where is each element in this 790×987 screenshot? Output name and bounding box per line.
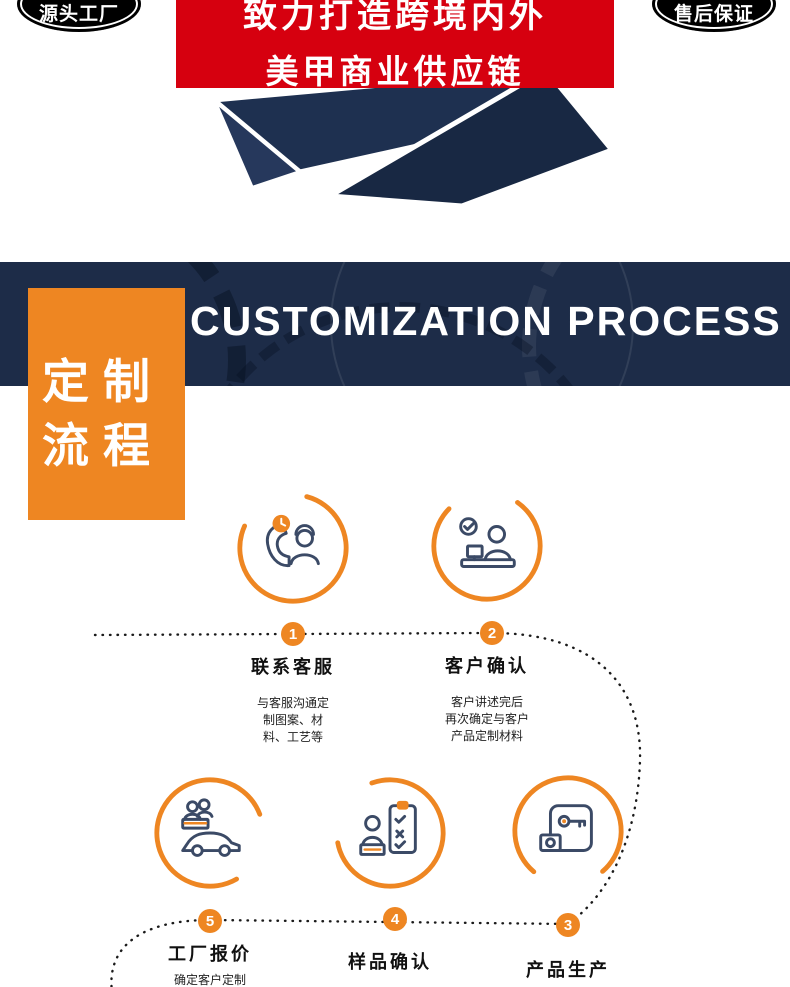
- step-1-desc-line: 料、工艺等: [262, 730, 323, 744]
- step-3-label: 产品生产: [526, 960, 610, 980]
- headline-line2: 美甲商业供应链: [265, 53, 525, 90]
- step-5-circle: [152, 775, 268, 891]
- section-title-cn-line1: 定制: [42, 355, 164, 408]
- step-3-number: 3: [556, 913, 580, 937]
- step-3-circle: [510, 773, 626, 889]
- step-4-number: 4: [383, 907, 407, 931]
- section-title-cn-line2: 流程: [42, 419, 164, 472]
- step-2-ring: [431, 490, 543, 602]
- step-5-desc-line: 确定客户定制: [173, 973, 246, 987]
- step-2-desc: 客户讲述完后 再次确定与客户 产品定制材料: [392, 694, 582, 745]
- phone-support-icon: [265, 514, 320, 568]
- step-2-circle: [429, 488, 545, 604]
- step-5-desc: 确定客户定制: [115, 972, 305, 987]
- step-4-circle: [332, 775, 448, 891]
- step-2-desc-line: 再次确定与客户: [444, 712, 529, 726]
- customer-confirm-icon: [459, 517, 516, 568]
- paper-plane-graphic: [207, 66, 617, 209]
- headline-banner: 致力打造跨境内外 美甲商业供应链: [176, 0, 614, 90]
- step-5-label: 工厂报价: [168, 944, 252, 964]
- badge-after-sales-label: 售后保证: [673, 4, 754, 25]
- step-1-ring: [237, 492, 349, 604]
- product-production-icon: [539, 804, 593, 852]
- step-2-desc-line: 客户讲述完后: [450, 695, 523, 709]
- step-2-number: 2: [480, 621, 504, 645]
- step-4-label: 样品确认: [348, 952, 432, 972]
- sample-confirm-icon: [359, 800, 417, 856]
- step-2-desc-line: 产品定制材料: [450, 729, 523, 743]
- badge-source-factory-label: 源头工厂: [38, 4, 119, 25]
- headline-line1: 致力打造跨境内外: [243, 0, 547, 35]
- section-title-cn-box: 定制 流程: [28, 288, 185, 520]
- step-1-desc: 与客服沟通定 制图案、材 料、工艺等: [198, 695, 388, 746]
- step-5-number: 5: [198, 909, 222, 933]
- step-2-label: 客户确认: [445, 656, 529, 676]
- step-1-number: 1: [281, 622, 305, 646]
- step-1-circle: [235, 490, 351, 606]
- step-1-desc-line: 制图案、材: [262, 713, 323, 727]
- step-1-desc-line: 与客服沟通定: [256, 696, 329, 710]
- section-title-en: CUSTOMIZATION PROCESS: [190, 298, 782, 344]
- factory-quote-icon: [181, 798, 241, 857]
- step-1-label: 联系客服: [251, 657, 335, 677]
